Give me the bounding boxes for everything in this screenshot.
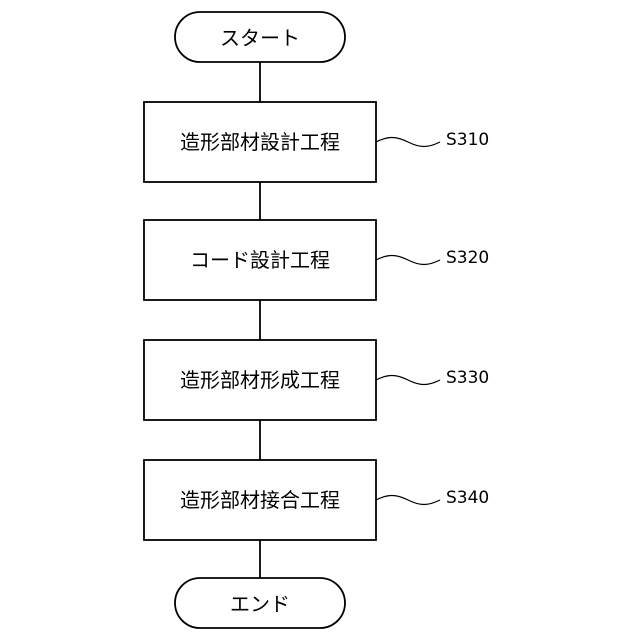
- start-terminal: スタート: [175, 12, 345, 62]
- process-step-s310: 造形部材設計工程 S310: [144, 102, 489, 182]
- step-ref-leader: [376, 138, 440, 147]
- start-terminal-label: スタート: [220, 26, 300, 50]
- step-ref-label: S340: [446, 488, 489, 508]
- process-step-label: 造形部材形成工程: [180, 368, 340, 392]
- step-ref-leader: [376, 496, 440, 505]
- step-ref-label: S320: [446, 248, 489, 268]
- end-terminal-label: エンド: [230, 592, 290, 616]
- end-terminal: エンド: [175, 578, 345, 628]
- process-step-s340: 造形部材接合工程 S340: [144, 460, 489, 540]
- step-ref-leader: [376, 256, 440, 265]
- process-step-label: 造形部材接合工程: [180, 488, 340, 512]
- step-ref-label: S330: [446, 368, 489, 388]
- process-step-s320: コード設計工程 S320: [144, 220, 489, 300]
- step-ref-label: S310: [446, 130, 489, 150]
- step-ref-leader: [376, 376, 440, 385]
- process-step-s330: 造形部材形成工程 S330: [144, 340, 489, 420]
- process-step-label: コード設計工程: [190, 248, 330, 272]
- process-step-label: 造形部材設計工程: [180, 130, 340, 154]
